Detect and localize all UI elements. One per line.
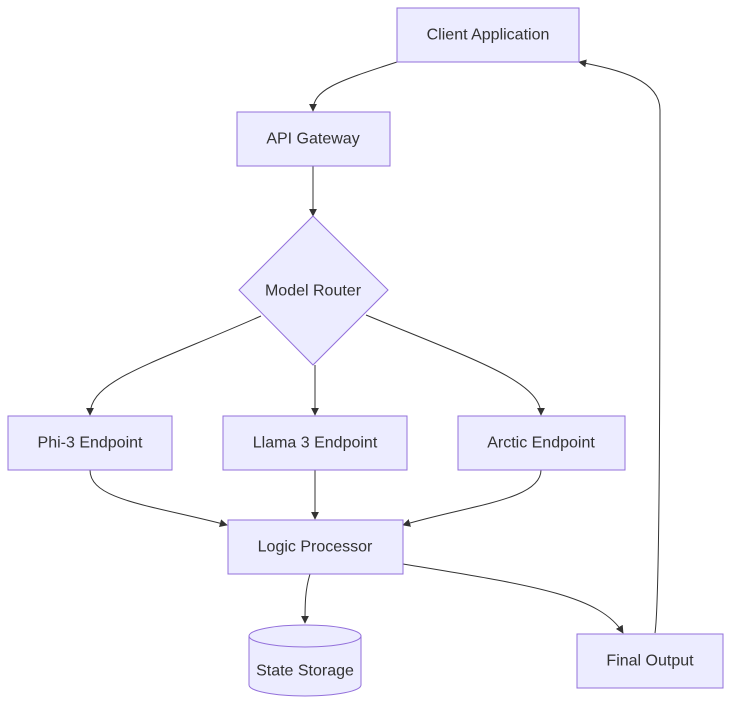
- node-final-output[interactable]: Final Output: [576, 633, 724, 689]
- node-final-output-label: Final Output: [606, 653, 694, 670]
- node-model-router-label: Model Router: [265, 283, 362, 300]
- node-logic-processor-label: Logic Processor: [258, 539, 373, 556]
- edge-logic-to-storage: [301, 573, 311, 624]
- node-api-gateway[interactable]: API Gateway: [236, 111, 391, 167]
- node-phi3-endpoint[interactable]: Phi-3 Endpoint: [7, 415, 173, 471]
- edge-output-to-client: [578, 59, 661, 634]
- edge-logic-to-output: [402, 563, 624, 634]
- node-arctic-endpoint[interactable]: Arctic Endpoint: [457, 415, 626, 471]
- node-llama3-endpoint[interactable]: Llama 3 Endpoint: [222, 415, 408, 471]
- node-client-application-label: Client Application: [427, 27, 550, 44]
- node-client-application[interactable]: Client Application: [396, 7, 580, 63]
- node-state-storage[interactable]: State Storage: [248, 624, 362, 697]
- edge-router-to-arctic: [365, 314, 545, 416]
- edge-router-to-phi3: [86, 315, 262, 416]
- edges-group: [86, 59, 661, 634]
- node-arctic-endpoint-label: Arctic Endpoint: [487, 435, 595, 452]
- edge-client-to-gateway: [309, 61, 398, 112]
- node-logic-processor[interactable]: Logic Processor: [227, 519, 404, 575]
- node-state-storage-label: State Storage: [256, 663, 354, 680]
- node-phi3-endpoint-label: Phi-3 Endpoint: [38, 435, 144, 452]
- node-llama3-endpoint-label: Llama 3 Endpoint: [253, 435, 378, 452]
- node-api-gateway-label: API Gateway: [266, 131, 359, 148]
- edge-arctic-to-logic: [402, 469, 542, 527]
- edge-phi3-to-logic: [89, 469, 228, 528]
- node-model-router[interactable]: Model Router: [238, 215, 389, 366]
